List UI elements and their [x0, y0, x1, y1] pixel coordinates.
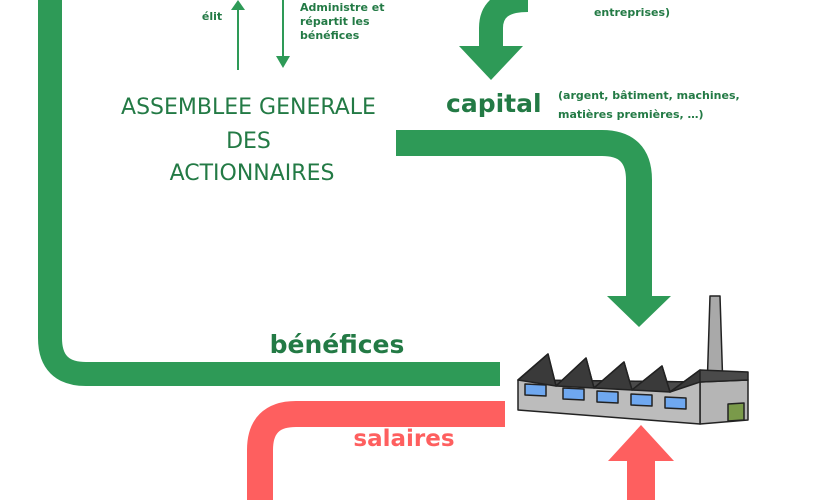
assemblee-line-1: ASSEMBLEE GENERALE [121, 95, 376, 120]
factory-icon [517, 295, 749, 425]
assemblee-title: ASSEMBLEE GENERALE DES ACTIONNAIRES [121, 95, 383, 186]
assemblee-line-2: DES [226, 129, 271, 154]
administre-line-2: répartit les [300, 15, 370, 28]
administre-label: Administre et répartit les bénéfices [300, 1, 388, 42]
red-arrow-head [608, 425, 674, 461]
capital-detail-line-2: matières premières, …) [558, 108, 704, 121]
administre-line-1: Administre et [300, 1, 384, 14]
capital-input-flow [479, 0, 529, 46]
elit-arrow-head [231, 0, 245, 10]
factory-arrow-head [607, 296, 671, 327]
capital-label: capital [446, 89, 542, 118]
capital-arrow-head [459, 46, 523, 80]
administre-arrow-head [276, 56, 290, 68]
administre-line-3: bénéfices [300, 29, 360, 42]
capital-detail: (argent, bâtiment, machines, matières pr… [558, 89, 744, 121]
salaires-label: salaires [353, 426, 454, 452]
top-right-note: entreprises) [594, 6, 670, 19]
benefices-flow-arrow [38, 0, 500, 386]
capital-detail-line-1: (argent, bâtiment, machines, [558, 89, 740, 102]
assemblee-line-3: ACTIONNAIRES [170, 161, 335, 186]
elit-label: élit [202, 10, 222, 23]
capital-to-factory-flow [396, 130, 652, 300]
benefices-label: bénéfices [270, 330, 405, 359]
salaires-flow-arrow [247, 401, 505, 500]
